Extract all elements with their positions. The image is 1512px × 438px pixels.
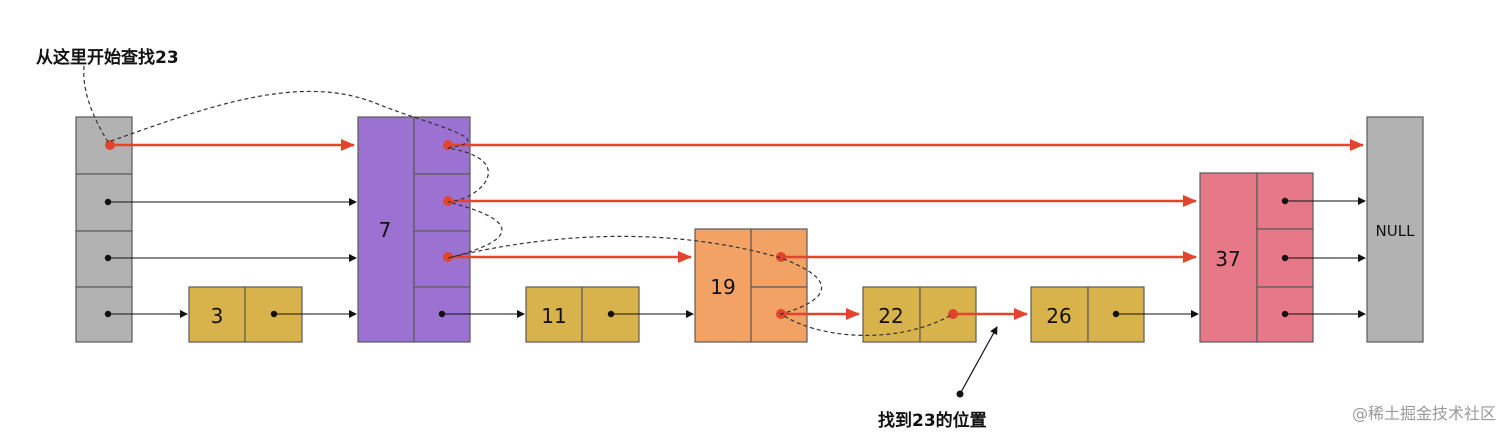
node-7 bbox=[357, 116, 471, 343]
node-7-label: 7 bbox=[379, 218, 392, 242]
search-trace-dashed bbox=[83, 65, 954, 336]
watermark: @稀土掘金技术社区 bbox=[1352, 404, 1496, 423]
found-annotation: 找到23的位置 bbox=[878, 410, 987, 431]
null-node bbox=[1366, 116, 1424, 343]
start-annotation: 从这里开始查找23 bbox=[36, 47, 179, 68]
pointer-arrows bbox=[108, 197, 1366, 318]
node-26-label: 26 bbox=[1046, 304, 1071, 328]
node-11 bbox=[525, 286, 640, 343]
found-pointer bbox=[956, 326, 998, 398]
search-path-arrows bbox=[110, 139, 1364, 320]
node-3-label: 3 bbox=[211, 304, 224, 328]
null-label: NULL bbox=[1376, 222, 1416, 240]
node-37-label: 37 bbox=[1215, 247, 1240, 271]
head-node bbox=[75, 116, 133, 343]
search-path-dots bbox=[105, 140, 958, 319]
node-22-label: 22 bbox=[878, 304, 903, 328]
node-19 bbox=[694, 228, 808, 343]
pointer-dots bbox=[104, 197, 1289, 318]
node-19-label: 19 bbox=[710, 275, 735, 299]
node-11-label: 11 bbox=[541, 304, 566, 328]
